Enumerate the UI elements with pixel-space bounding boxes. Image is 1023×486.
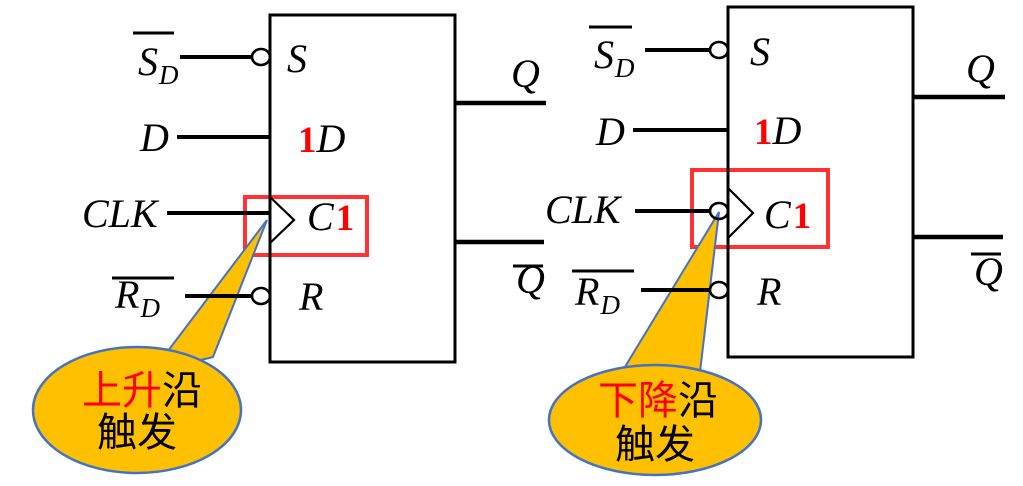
clock-inversion-bubble-icon <box>708 201 730 221</box>
edge-trigger-highlight-box <box>690 168 830 249</box>
pin-label-s: S <box>287 36 307 81</box>
data-input-label: D <box>139 115 169 160</box>
reset-inversion-bubble-icon <box>250 286 272 306</box>
callout-balloon <box>547 363 763 477</box>
reset-input-label: RD <box>114 272 160 323</box>
q-output-label: Q <box>511 51 540 96</box>
set-input-label: SD <box>594 32 635 83</box>
edge-trigger-highlight-box <box>243 195 369 257</box>
callout-text-line2: 触发 <box>615 423 695 467</box>
data-input-label: D <box>595 109 625 154</box>
d-flipflop-rising: 上升沿 触发 SD D CLK RD S 1D C1 R Q Q <box>31 13 546 475</box>
qbar-output-label: Q <box>974 249 1003 294</box>
callout-pointer <box>615 211 720 382</box>
pin-label-r: R <box>298 274 323 319</box>
pin-label-s: S <box>750 29 770 74</box>
set-inversion-bubble-icon <box>250 47 272 67</box>
set-inversion-bubble-icon <box>708 40 730 60</box>
set-input-label: SD <box>138 39 179 90</box>
callout-text-line2: 触发 <box>97 411 177 455</box>
reset-input-label: RD <box>574 269 620 320</box>
callout-text-line1: 下降沿 <box>598 379 718 423</box>
qbar-output-label: Q <box>516 257 545 302</box>
q-output-label: Q <box>966 46 995 91</box>
clock-input-label: CLK <box>545 187 623 232</box>
clock-input-label: CLK <box>82 191 160 236</box>
pin-label-c1: C1 <box>764 192 811 237</box>
callout-balloon <box>31 345 243 475</box>
edge-trigger-triangle-icon <box>727 187 755 239</box>
flipflop-body <box>268 13 457 364</box>
pin-label-1d: 1D <box>298 116 346 161</box>
pin-label-r: R <box>756 269 781 314</box>
flipflop-body <box>726 5 915 359</box>
d-flipflop-falling: 下降沿 触发 SD D CLK RD S 1D C1 R Q Q <box>545 5 1005 477</box>
reset-inversion-bubble-icon <box>708 280 730 300</box>
pin-label-c1: C1 <box>307 194 354 239</box>
edge-trigger-triangle-icon <box>269 196 296 244</box>
callout-text-line1: 上升沿 <box>82 369 202 413</box>
pin-label-1d: 1D <box>754 108 802 153</box>
